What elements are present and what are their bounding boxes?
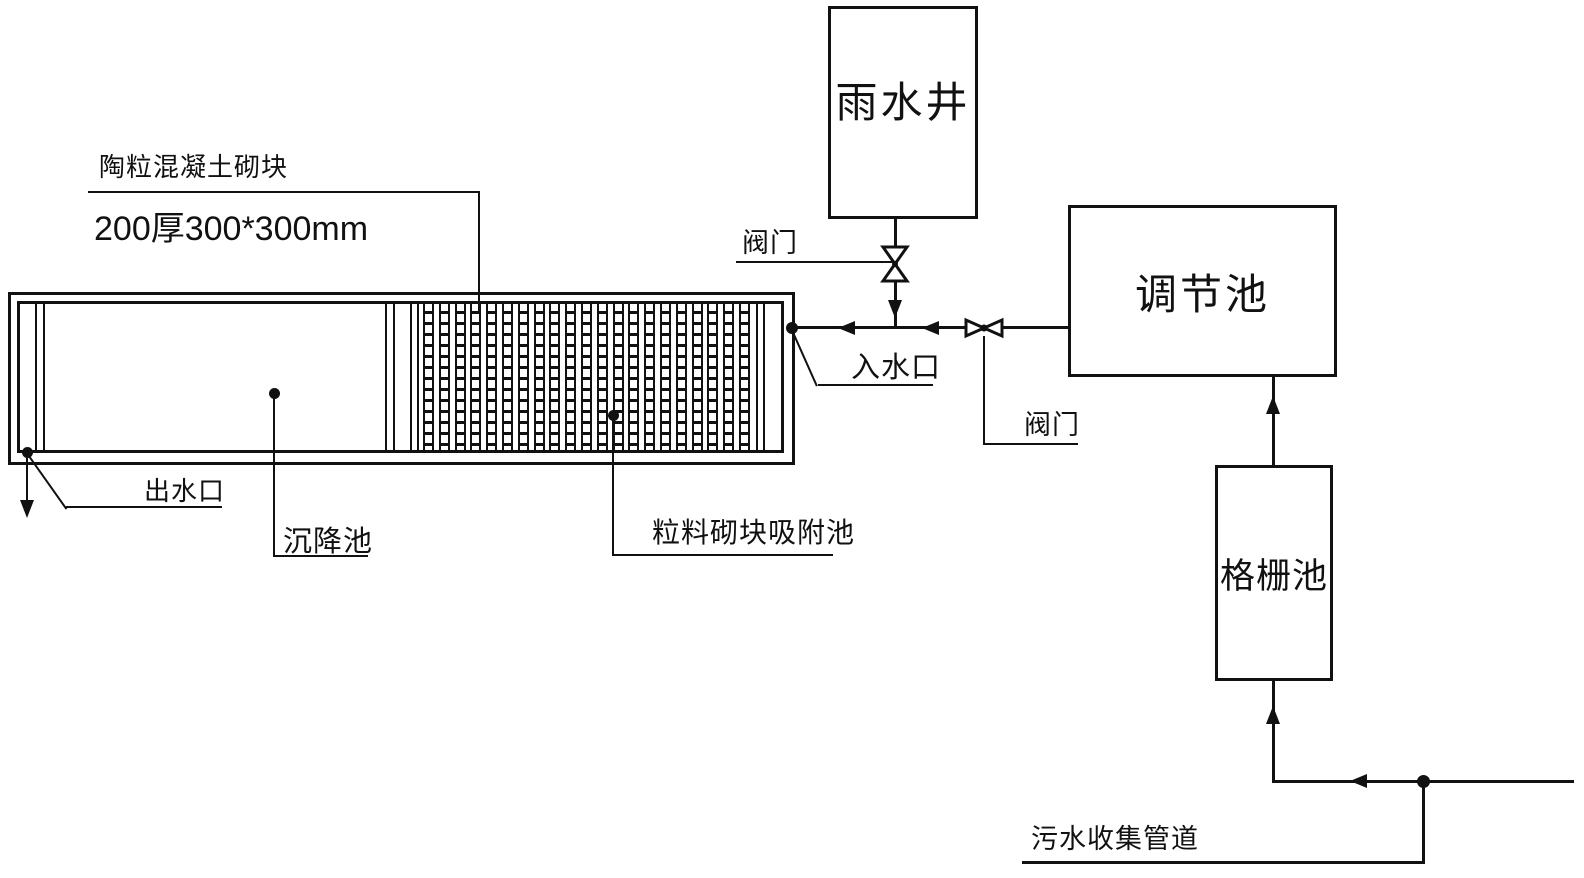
hatch-column xyxy=(517,303,529,451)
tank-partition-2 xyxy=(393,301,395,453)
sewage-pipe-label: 污水收集管道 xyxy=(1031,824,1199,854)
grid-pool-label: 格栅池 xyxy=(1219,556,1328,596)
leader-ceramsite-underline xyxy=(88,191,480,193)
hatch-column xyxy=(533,303,545,451)
hatch-column xyxy=(707,303,719,451)
regulating-pool-label: 调节池 xyxy=(1134,270,1270,318)
hatch-column xyxy=(501,303,513,451)
leader-settling-underline xyxy=(273,555,368,557)
tank-left-baffle-2 xyxy=(43,301,45,453)
arrow-left-inlet-2-icon xyxy=(922,321,939,335)
hatch-lead-line-right xyxy=(756,303,758,451)
inlet-junction-dot xyxy=(786,322,798,334)
hatch-column xyxy=(565,303,577,451)
hatch-column xyxy=(470,303,482,451)
arrow-up-to-regulating-icon xyxy=(1266,396,1280,414)
pipe-sewage-main xyxy=(1022,861,1425,864)
pipe-grid-feed-up xyxy=(1272,681,1275,782)
hatch-column xyxy=(612,303,624,451)
arrow-down-outlet-icon xyxy=(20,500,34,518)
leader-outlet-underline xyxy=(66,506,222,508)
hatch-column xyxy=(675,303,687,451)
settling-pool-label: 沉降池 xyxy=(283,526,374,558)
valve-horizontal-icon xyxy=(964,317,1004,339)
rainwater-well-label: 雨水井 xyxy=(835,79,971,126)
leader-valve-side-drop xyxy=(983,336,985,445)
block-size-label: 200厚300*300mm xyxy=(94,210,369,248)
leader-outlet-arrow-stem xyxy=(26,452,28,506)
adsorption-hatch xyxy=(423,303,750,451)
leader-adsorption-drop xyxy=(612,415,614,556)
arrow-down-into-inlet-icon xyxy=(888,300,902,318)
leader-adsorption-underline xyxy=(612,554,833,556)
pipe-sewage-riser xyxy=(1422,780,1425,864)
tank-left-baffle-1 xyxy=(35,301,37,453)
valve-top-label: 阀门 xyxy=(742,228,798,258)
hatch-column xyxy=(723,303,735,451)
hatch-lead-line-right2 xyxy=(763,303,765,451)
arrow-left-sewage-icon xyxy=(1350,774,1367,788)
tank-inner-wall xyxy=(17,301,784,453)
leader-valve-top-underline xyxy=(736,261,896,263)
grid-pool-box: 格栅池 xyxy=(1215,465,1333,681)
ceramsite-block-label: 陶粒混凝土砌块 xyxy=(99,152,289,182)
leader-settling-drop xyxy=(273,393,275,557)
hatch-column xyxy=(644,303,656,451)
pipe-grid-to-regulating xyxy=(1272,377,1275,466)
leader-inlet-underline xyxy=(818,384,933,386)
hatch-column xyxy=(423,303,434,451)
hatch-column xyxy=(691,303,703,451)
hatch-column xyxy=(628,303,640,451)
hatch-column xyxy=(454,303,466,451)
rainwater-well-box: 雨水井 xyxy=(828,6,978,219)
tank-partition-1 xyxy=(385,301,387,453)
regulating-pool-box: 调节池 xyxy=(1068,205,1337,377)
outlet-label: 出水口 xyxy=(144,476,226,506)
valve-side-label: 阀门 xyxy=(1024,410,1080,440)
leader-inlet-diagonal xyxy=(791,330,818,387)
leader-ceramsite-drop xyxy=(478,191,480,312)
hatch-column xyxy=(438,303,450,451)
hatch-column xyxy=(659,303,671,451)
hatch-lead-line-left2 xyxy=(417,303,419,451)
inlet-label: 入水口 xyxy=(851,352,942,384)
hatch-lead-line-left xyxy=(410,303,412,451)
hatch-column xyxy=(596,303,608,451)
adsorption-pool-label: 粒料砌块吸附池 xyxy=(652,517,856,548)
arrow-up-to-grid-icon xyxy=(1266,706,1280,724)
hatch-column xyxy=(580,303,592,451)
leader-valve-side-underline xyxy=(983,443,1078,445)
hatch-column xyxy=(738,303,750,451)
sewage-junction-dot xyxy=(1417,775,1430,788)
hatch-column xyxy=(486,303,498,451)
valve-vertical-icon xyxy=(880,245,910,283)
arrow-left-inlet-1-icon xyxy=(838,321,855,335)
hatch-column xyxy=(549,303,561,451)
